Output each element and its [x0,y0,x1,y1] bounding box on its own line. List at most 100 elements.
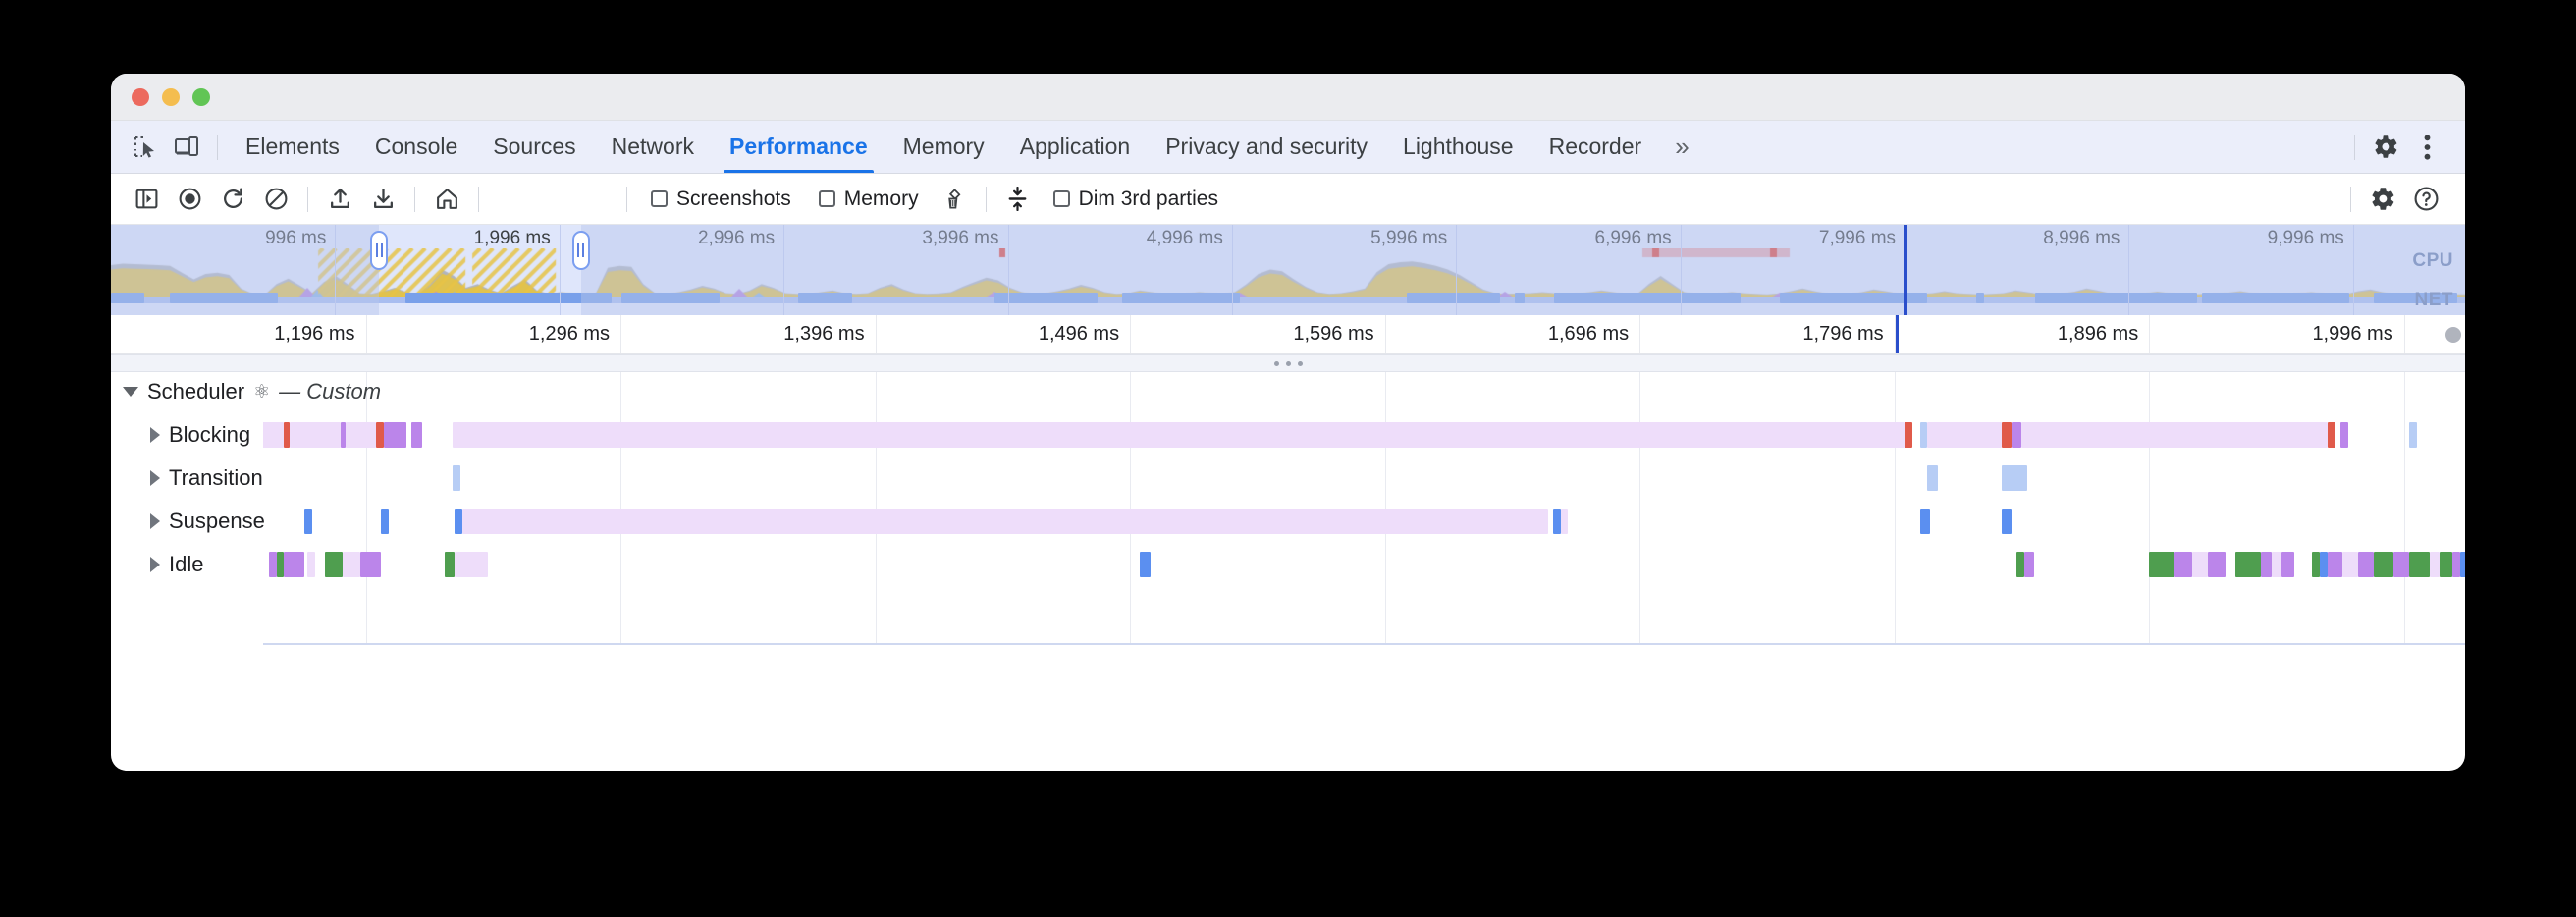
flame-event-bar[interactable] [340,422,346,448]
flame-event-bar[interactable] [2459,552,2465,577]
chevron-right-icon[interactable] [150,427,160,443]
track-row-idle[interactable]: Idle [111,545,2465,584]
flame-event-bar[interactable] [1919,422,1928,448]
flame-event-bar[interactable] [2012,422,2022,448]
flame-event-bar[interactable] [2207,552,2227,577]
horizontal-scroll-thumb[interactable] [2445,327,2461,343]
more-options-icon[interactable] [2406,127,2447,168]
track-label-idle[interactable]: Idle [111,545,203,584]
flame-event-bar[interactable] [2408,422,2417,448]
tab-recorder[interactable]: Recorder [1531,121,1660,173]
flame-event-bar[interactable] [325,552,344,577]
flame-event-bar[interactable] [304,509,313,534]
tab-overflow-button[interactable]: » [1659,121,1704,173]
flame-event-bar[interactable] [2001,509,2012,534]
flame-event-bar[interactable] [2342,552,2358,577]
flame-event-bar[interactable] [2358,552,2374,577]
flame-event-bar[interactable] [2327,552,2343,577]
device-toolbar-icon[interactable] [166,127,207,168]
flame-event-bar[interactable] [289,422,341,448]
chevron-right-icon[interactable] [150,557,160,572]
flame-event-bar[interactable] [1927,422,2002,448]
overview-window-left-handle[interactable] [370,231,389,270]
tab-memory[interactable]: Memory [886,121,1002,173]
close-window-button[interactable] [132,87,149,106]
tab-lighthouse[interactable]: Lighthouse [1385,121,1531,173]
tab-network[interactable]: Network [594,121,712,173]
record-icon[interactable] [168,180,211,219]
flame-event-bar[interactable] [2001,422,2012,448]
flame-event-bar[interactable] [268,552,277,577]
flame-event-bar[interactable] [306,552,315,577]
toggle-sidebar-icon[interactable] [125,180,168,219]
pane-splitter[interactable] [111,354,2465,372]
flame-event-bar[interactable] [383,422,407,448]
screenshots-checkbox[interactable]: Screenshots [637,188,805,211]
track-row-blocking[interactable]: Blocking [111,415,2465,455]
flame-event-bar[interactable] [2271,552,2282,577]
collapse-rows-icon[interactable] [996,180,1040,219]
upload-profile-icon[interactable] [318,180,361,219]
flame-event-bar[interactable] [1140,552,1151,577]
flame-event-bar[interactable] [1552,509,1561,534]
flame-event-bar[interactable] [444,552,456,577]
flame-event-bar[interactable] [2281,552,2295,577]
flame-event-bar[interactable] [2408,552,2430,577]
track-group-header[interactable]: Scheduler ⚛ — Custom [111,372,381,411]
tab-performance[interactable]: Performance [712,121,886,173]
tab-sources[interactable]: Sources [475,121,593,173]
flame-chart[interactable]: Scheduler ⚛ — Custom Blocking Transition… [111,372,2465,702]
track-row-transition[interactable]: Transition [111,458,2465,498]
flame-event-bar[interactable] [2001,465,2027,491]
flame-event-bar[interactable] [411,422,422,448]
tab-elements[interactable]: Elements [228,121,357,173]
flame-event-bar[interactable] [1919,509,1930,534]
flame-event-bar[interactable] [2312,552,2321,577]
maximize-window-button[interactable] [192,87,210,106]
flame-event-bar[interactable] [455,552,489,577]
flame-event-bar[interactable] [2452,552,2460,577]
garbage-collect-icon[interactable] [933,180,976,219]
tab-privacy-and-security[interactable]: Privacy and security [1148,121,1385,173]
flame-event-bar[interactable] [2192,552,2208,577]
flame-event-bar[interactable] [1927,465,1938,491]
flame-event-bar[interactable] [284,552,305,577]
track-label-suspense[interactable]: Suspense [111,502,265,541]
flame-event-bar[interactable] [1560,509,1569,534]
flame-event-bar[interactable] [2440,552,2453,577]
flame-event-bar[interactable] [2016,552,2025,577]
tab-console[interactable]: Console [357,121,475,173]
flame-event-bar[interactable] [381,509,389,534]
settings-gear-icon[interactable] [2365,127,2406,168]
flame-event-bar[interactable] [462,509,1548,534]
clear-icon[interactable] [254,180,297,219]
flame-event-bar[interactable] [2021,422,2328,448]
capture-settings-gear-icon[interactable] [2361,180,2404,219]
flame-event-bar[interactable] [2174,552,2193,577]
flame-event-bar[interactable] [284,422,290,448]
flame-event-bar[interactable] [276,552,285,577]
download-profile-icon[interactable] [361,180,404,219]
flame-event-bar[interactable] [2393,552,2409,577]
flame-event-bar[interactable] [2429,552,2441,577]
chevron-right-icon[interactable] [150,470,160,486]
flame-event-bar[interactable] [2235,552,2262,577]
flame-event-bar[interactable] [2339,422,2348,448]
home-icon[interactable] [425,180,468,219]
flame-event-bar[interactable] [2373,552,2394,577]
tab-application[interactable]: Application [1002,121,1149,173]
track-label-blocking[interactable]: Blocking [111,415,250,455]
flame-event-bar[interactable] [2327,422,2335,448]
flame-event-bar[interactable] [375,422,384,448]
flame-event-bar[interactable] [452,422,1905,448]
dim-3rd-parties-checkbox[interactable]: Dim 3rd parties [1040,188,1232,211]
inspect-element-icon[interactable] [125,127,166,168]
flame-event-bar[interactable] [360,552,382,577]
chevron-down-icon[interactable] [123,387,138,397]
flame-event-bar[interactable] [452,465,460,491]
flame-event-bar[interactable] [2320,552,2328,577]
chevron-right-icon[interactable] [150,513,160,529]
track-label-transition[interactable]: Transition [111,458,263,498]
